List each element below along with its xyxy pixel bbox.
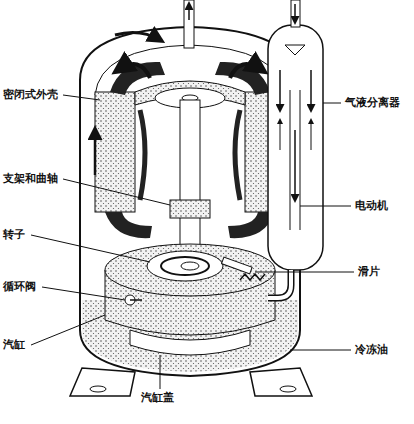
part-label: 汽缸: [2, 338, 26, 352]
part-label: 滑片: [357, 265, 381, 279]
part-label: 密闭式外壳: [2, 88, 59, 102]
part-label: 电动机: [354, 199, 389, 213]
part-label: 冷冻油: [354, 343, 389, 357]
part-label: 转子: [2, 228, 26, 242]
leader-lines: [31, 95, 354, 389]
part-label: 气液分离器: [344, 96, 401, 110]
part-label: 汽缸盖: [140, 391, 175, 405]
part-label: 支架和曲轴: [2, 172, 59, 186]
part-label: 循环阀: [2, 280, 37, 294]
